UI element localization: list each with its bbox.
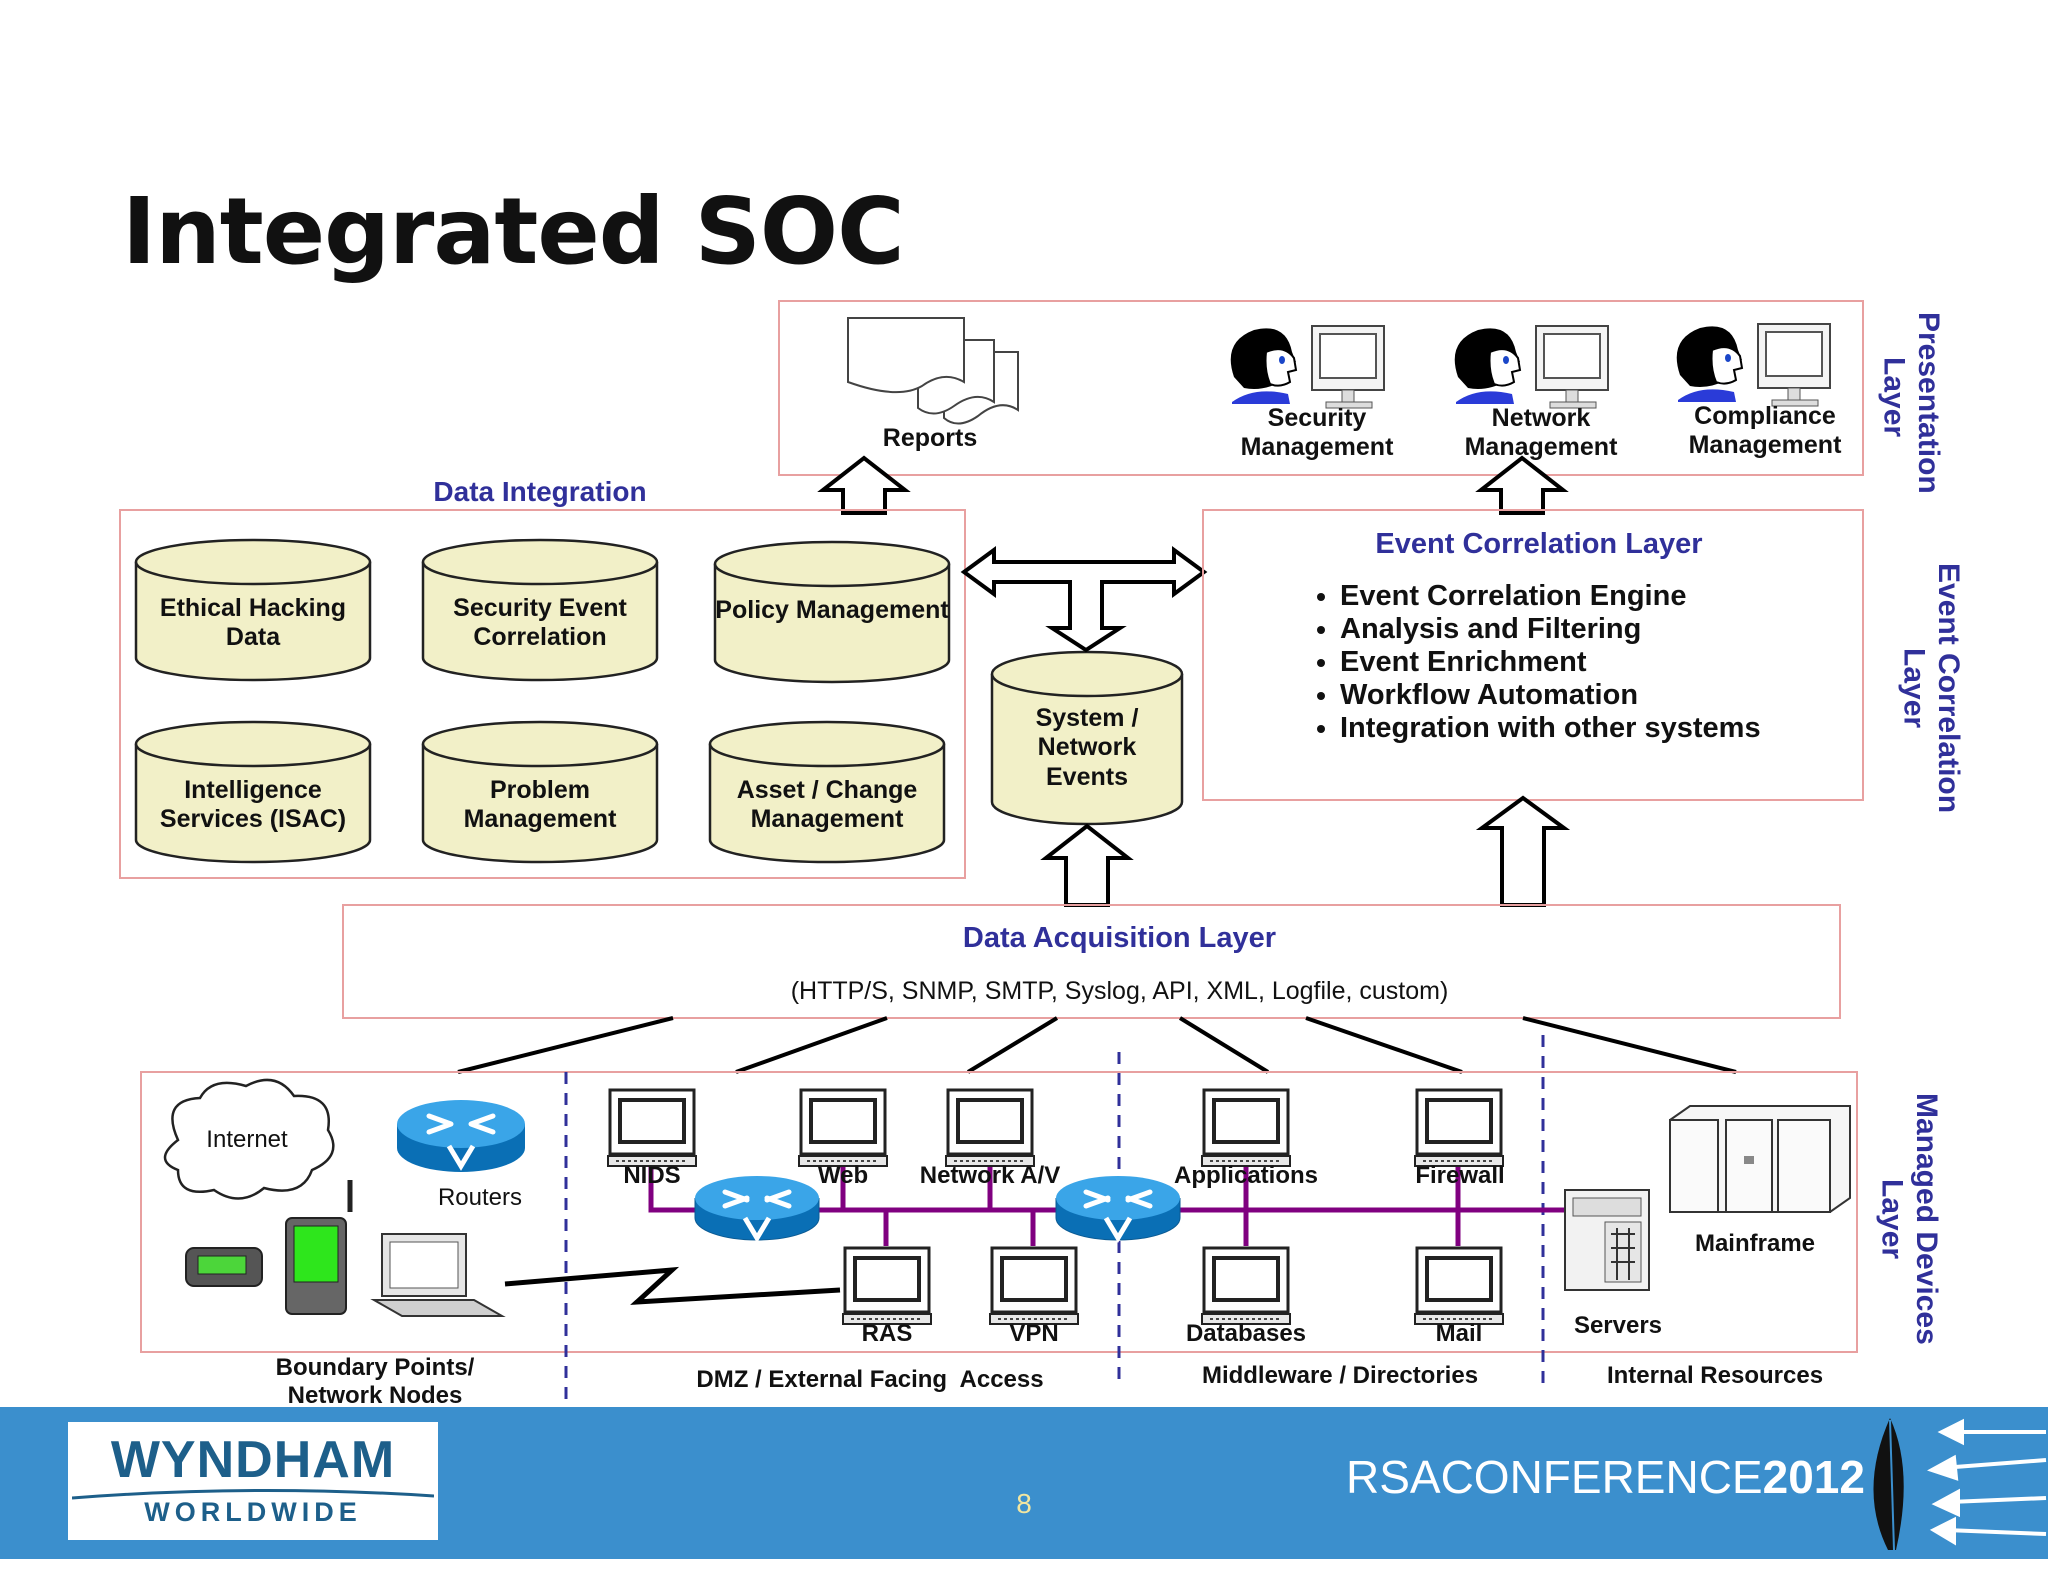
monitor-icon-mail (1413, 1246, 1505, 1326)
data-integration-box (119, 509, 966, 879)
presentation-layer-box (778, 300, 1864, 476)
mail-label: Mail (1435, 1320, 1483, 1347)
wyndham-logo-name: WYNDHAM (110, 1431, 396, 1489)
store-asset-change: Asset / Change Management (736, 776, 918, 834)
routers-label: Routers (437, 1184, 523, 1211)
footer-bottom-strip (0, 1559, 2048, 1582)
reports-label: Reports (882, 424, 978, 452)
correlation-item: Integration with other systems (1340, 712, 1761, 745)
wireless-link (504, 1266, 841, 1305)
network-av-label: Network A/V (919, 1162, 1061, 1189)
store-security-event: Security Event Correlation (453, 594, 627, 652)
servers-label: Servers (1573, 1312, 1663, 1339)
zone-dmz-label: DMZ / External Facing Access (696, 1366, 1044, 1393)
zone-middleware-label: Middleware / Directories (1201, 1362, 1479, 1389)
monitor-icon-firewall (1413, 1088, 1505, 1168)
store-ethical-hacking: Ethical Hacking Data (159, 594, 347, 652)
store-problem: Problem Management (463, 776, 617, 834)
internet-cloud-icon (163, 1078, 335, 1200)
monitor-icon-ras (841, 1246, 933, 1326)
wyndham-logo (68, 1422, 438, 1540)
monitor-icon-applications (1200, 1088, 1292, 1168)
mainframe-icon (1669, 1105, 1851, 1213)
pda-icon (285, 1180, 353, 1315)
mainframe-label: Mainframe (1694, 1230, 1816, 1257)
applications-label: Applications (1173, 1162, 1318, 1189)
pager-icon (185, 1247, 263, 1287)
wyndham-logo-swoosh (72, 1488, 434, 1500)
rsa-conference-prefix: RSACONFERENCE (1346, 1451, 1763, 1503)
network-management-label: Network Management (1464, 404, 1618, 462)
store-isac: Intelligence Services (ISAC) (159, 776, 347, 834)
system-events-label: System / Network Events (1035, 704, 1139, 791)
router-icon-boundary (397, 1100, 525, 1172)
internet-label: Internet (206, 1126, 288, 1153)
page-number: 8 (1016, 1488, 1032, 1519)
nids-label: NIDS (623, 1162, 681, 1189)
slide-title: Integrated SOC (122, 178, 905, 285)
correlation-item: Workflow Automation (1340, 679, 1761, 712)
correlation-item: Analysis and Filtering (1340, 613, 1761, 646)
monitor-icon-nids (606, 1088, 698, 1168)
security-management-label: Security Management (1240, 404, 1394, 462)
cylinder-system-events (990, 650, 1184, 826)
correlation-item: Event Correlation Engine (1340, 580, 1761, 613)
acquisition-links (457, 1016, 1737, 1074)
monitor-icon-vpn (988, 1246, 1080, 1326)
laptop-icon (370, 1233, 506, 1317)
arrow-to-system-events (1040, 823, 1134, 907)
network-console-icon (1453, 325, 1609, 409)
rsa-conference-logo: RSACONFERENCE2012 (1346, 1450, 1865, 1504)
double-arrow-t (960, 546, 1208, 653)
web-label: Web (817, 1162, 869, 1189)
compliance-management-label: Compliance Management (1688, 402, 1842, 460)
event-correlation-side-label: Event Correlation Layer (1897, 562, 1966, 814)
vpn-label: VPN (1009, 1320, 1059, 1347)
reports-icon (847, 317, 1019, 425)
wyndham-logo-sub: WORLDWIDE (144, 1497, 362, 1527)
managed-devices-side-label: Managed Devices Layer (1875, 1093, 1944, 1345)
store-policy: Policy Management (715, 596, 949, 624)
feather-arrows-icon (1873, 1418, 2047, 1551)
ras-label: RAS (861, 1320, 913, 1347)
managed-devices-box (140, 1071, 1858, 1353)
arrow-to-reports (817, 455, 911, 515)
security-console-icon (1229, 325, 1385, 409)
databases-label: Databases (1185, 1320, 1307, 1347)
data-acquisition-title: Data Acquisition Layer (962, 922, 1277, 954)
rsa-conference-year: 2012 (1762, 1451, 1865, 1503)
presentation-layer-side-label: Presentation Layer (1877, 312, 1946, 494)
event-correlation-title: Event Correlation Layer (1375, 528, 1703, 560)
zone-boundary-label: Boundary Points/ Network Nodes (275, 1354, 475, 1410)
compliance-console-icon (1675, 323, 1831, 407)
firewall-label: Firewall (1415, 1162, 1505, 1189)
event-correlation-list: Event Correlation Engine Analysis and Fi… (1300, 580, 1761, 745)
monitor-icon-databases (1200, 1246, 1292, 1326)
data-acquisition-protocols: (HTTP/S, SNMP, SMTP, Syslog, API, XML, L… (790, 977, 1449, 1005)
data-integration-title: Data Integration (433, 476, 647, 507)
monitor-icon-web (797, 1088, 889, 1168)
correlation-item: Event Enrichment (1340, 646, 1761, 679)
event-correlation-box (1202, 509, 1864, 801)
zone-internal-label: Internal Resources (1606, 1362, 1824, 1389)
data-acquisition-box (342, 904, 1841, 1019)
monitor-icon-network-av (944, 1088, 1036, 1168)
arrow-to-correlation (1475, 795, 1571, 907)
arrow-to-consoles (1475, 455, 1569, 515)
servers-icon (1564, 1189, 1650, 1291)
